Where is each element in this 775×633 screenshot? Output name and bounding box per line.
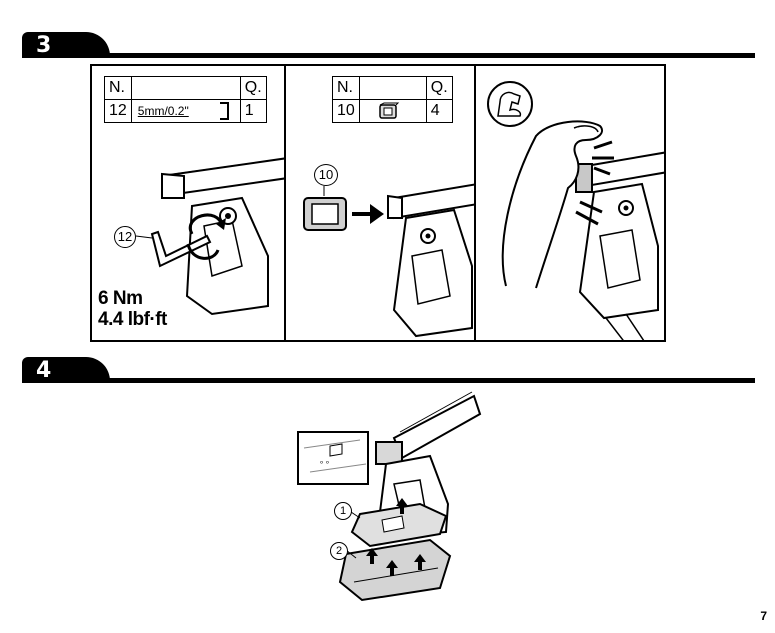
page-number: 7: [760, 609, 767, 623]
col-quantity-header: Q.: [239, 76, 267, 100]
torque-lbf-ft: 4.4 lbf·ft: [98, 309, 167, 330]
part-quantity: 4: [425, 99, 453, 123]
step-4-header: 4: [22, 357, 755, 383]
step-3-number: 3: [36, 33, 53, 58]
callout-1: 1: [334, 502, 352, 520]
step-3-rule: [82, 53, 755, 58]
step-4-tab: 4: [22, 357, 110, 383]
up-arrows: [366, 498, 426, 576]
part-number: 12: [104, 99, 132, 123]
step-3-tab: 3: [22, 32, 110, 58]
step-3-panel-tap-cap: [474, 64, 666, 342]
tap-end-cap-illustration: [487, 81, 664, 340]
end-cap-icon: [379, 102, 400, 119]
parts-table-hex-key: N. Q. 12 5mm/0.2" 1: [104, 76, 267, 123]
torque-nm: 6 Nm: [98, 288, 143, 309]
svg-text:ᵒ ᵒ: ᵒ ᵒ: [320, 459, 329, 468]
step-3-panel-end-cap: N. Q. 10 4 10: [284, 64, 476, 342]
end-cap-insert-illustration: [303, 183, 474, 338]
end-cap-cell: [358, 99, 427, 123]
strength-arm-icon: [487, 81, 533, 127]
bar-foot-torque-illustration: [135, 157, 284, 316]
step-3-header: 3: [22, 32, 755, 58]
part-quantity: 1: [239, 99, 267, 123]
callout-12: 12: [114, 226, 136, 248]
step-4-pad-assembly-illustration: ᵒ ᵒ: [297, 391, 482, 602]
step-3-panel-torque: N. Q. 12 5mm/0.2" 1: [90, 64, 286, 342]
pad-detail-inset: ᵒ ᵒ: [297, 431, 369, 485]
callout-10: 10: [314, 164, 338, 186]
hex-key-cell: 5mm/0.2": [130, 99, 241, 123]
callout-2: 2: [330, 542, 348, 560]
hex-key-size: 5mm/0.2": [137, 104, 189, 118]
parts-table-end-cap: N. Q. 10 4: [332, 76, 453, 123]
part-number: 10: [332, 99, 360, 123]
hex-key-icon: [219, 102, 229, 120]
step-4-number: 4: [36, 358, 53, 383]
step-4-rule: [82, 378, 755, 383]
col-number-header: N.: [104, 76, 132, 100]
col-quantity-header: Q.: [425, 76, 453, 100]
